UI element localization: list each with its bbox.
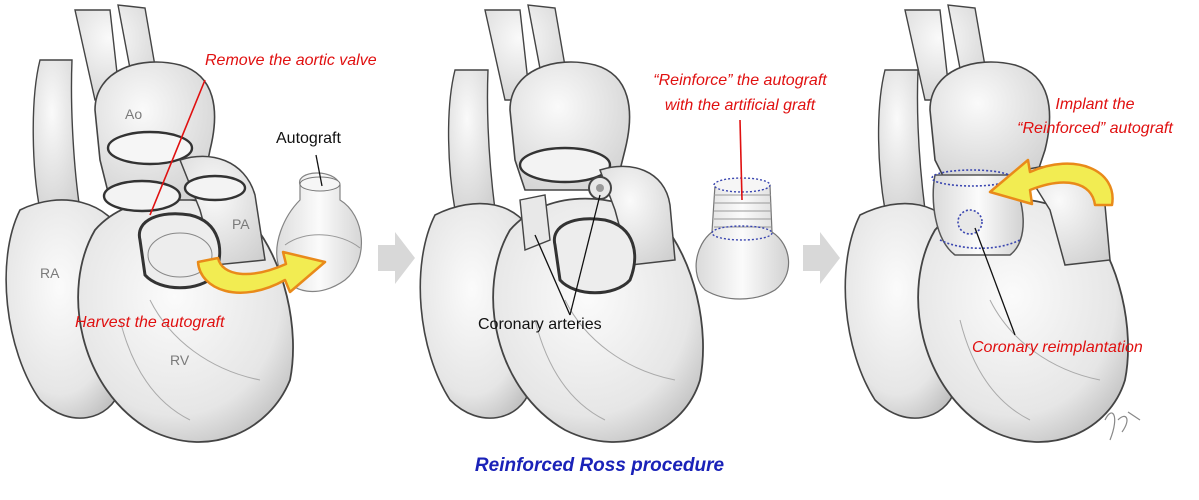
callout-coronary-arteries: Coronary arteries [478,316,602,333]
aortic-stump [518,146,612,184]
panel-3-heart [844,4,1141,443]
figure-caption: Reinforced Ross procedure [474,455,725,476]
autograft-top [299,176,341,192]
heart-shading-1 [119,299,261,421]
annotation-coronary-reimplantation: Coronary reimplantation [972,339,1143,356]
superior-vena-cava [877,69,926,211]
annotation-implant-line-2: “Reinforced” autograft [1017,120,1173,137]
annotation-remove-aortic-valve: Remove the aortic valve [205,52,377,69]
annotation-reinforce-line-1: “Reinforce” the autograft [653,72,827,89]
reimplanted-coronary [957,209,983,235]
autograft-defect [552,217,637,295]
aortic-stump-lower [102,179,182,213]
superior-vena-cava [447,69,496,211]
remove-valve-leader [149,79,206,216]
coronary-leader-2 [569,194,601,316]
coronary-leader-1 [534,234,571,316]
implant-arrow-icon [988,158,1114,207]
aorta [929,61,1051,181]
callout-autograft: Autograft [276,130,341,147]
label-pulmonary-artery: PA [232,216,250,232]
heart-shading-2 [534,299,676,421]
panel-1-heart [5,4,363,443]
annotation-harvest-autograft: Harvest the autograft [75,314,225,331]
autograft-inner-line [284,234,361,249]
panel-2-heart [419,4,790,443]
reinforced-autograft-seam [711,225,773,241]
aortic-stump-upper [106,130,194,166]
annotation-reinforce-line-2: with the artificial graft [664,97,816,114]
annotation-implant-line-1: Implant the [1055,96,1135,113]
label-aorta: Ao [125,106,143,122]
reimplantation-leader [974,227,1016,336]
pa-stump [183,174,247,202]
reinforce-leader [739,119,743,201]
coronary-button-left [519,194,551,251]
distal-suture-line [939,239,1021,250]
superior-vena-cava [32,59,81,211]
coronary-ostium [596,184,604,192]
right-arrow-icon [803,232,840,284]
reinforced-autograft [695,184,790,300]
label-right-ventricle: RV [170,352,190,368]
label-right-atrium: RA [40,265,60,281]
heart-shading-3 [959,299,1101,421]
autograft-leader [315,154,323,187]
right-arrow-icon [378,232,415,284]
pulmonary-artery [599,165,676,266]
autograft-defect-inner [147,232,213,278]
harvest-arrow-icon [196,250,327,294]
artist-signature [1104,411,1141,441]
